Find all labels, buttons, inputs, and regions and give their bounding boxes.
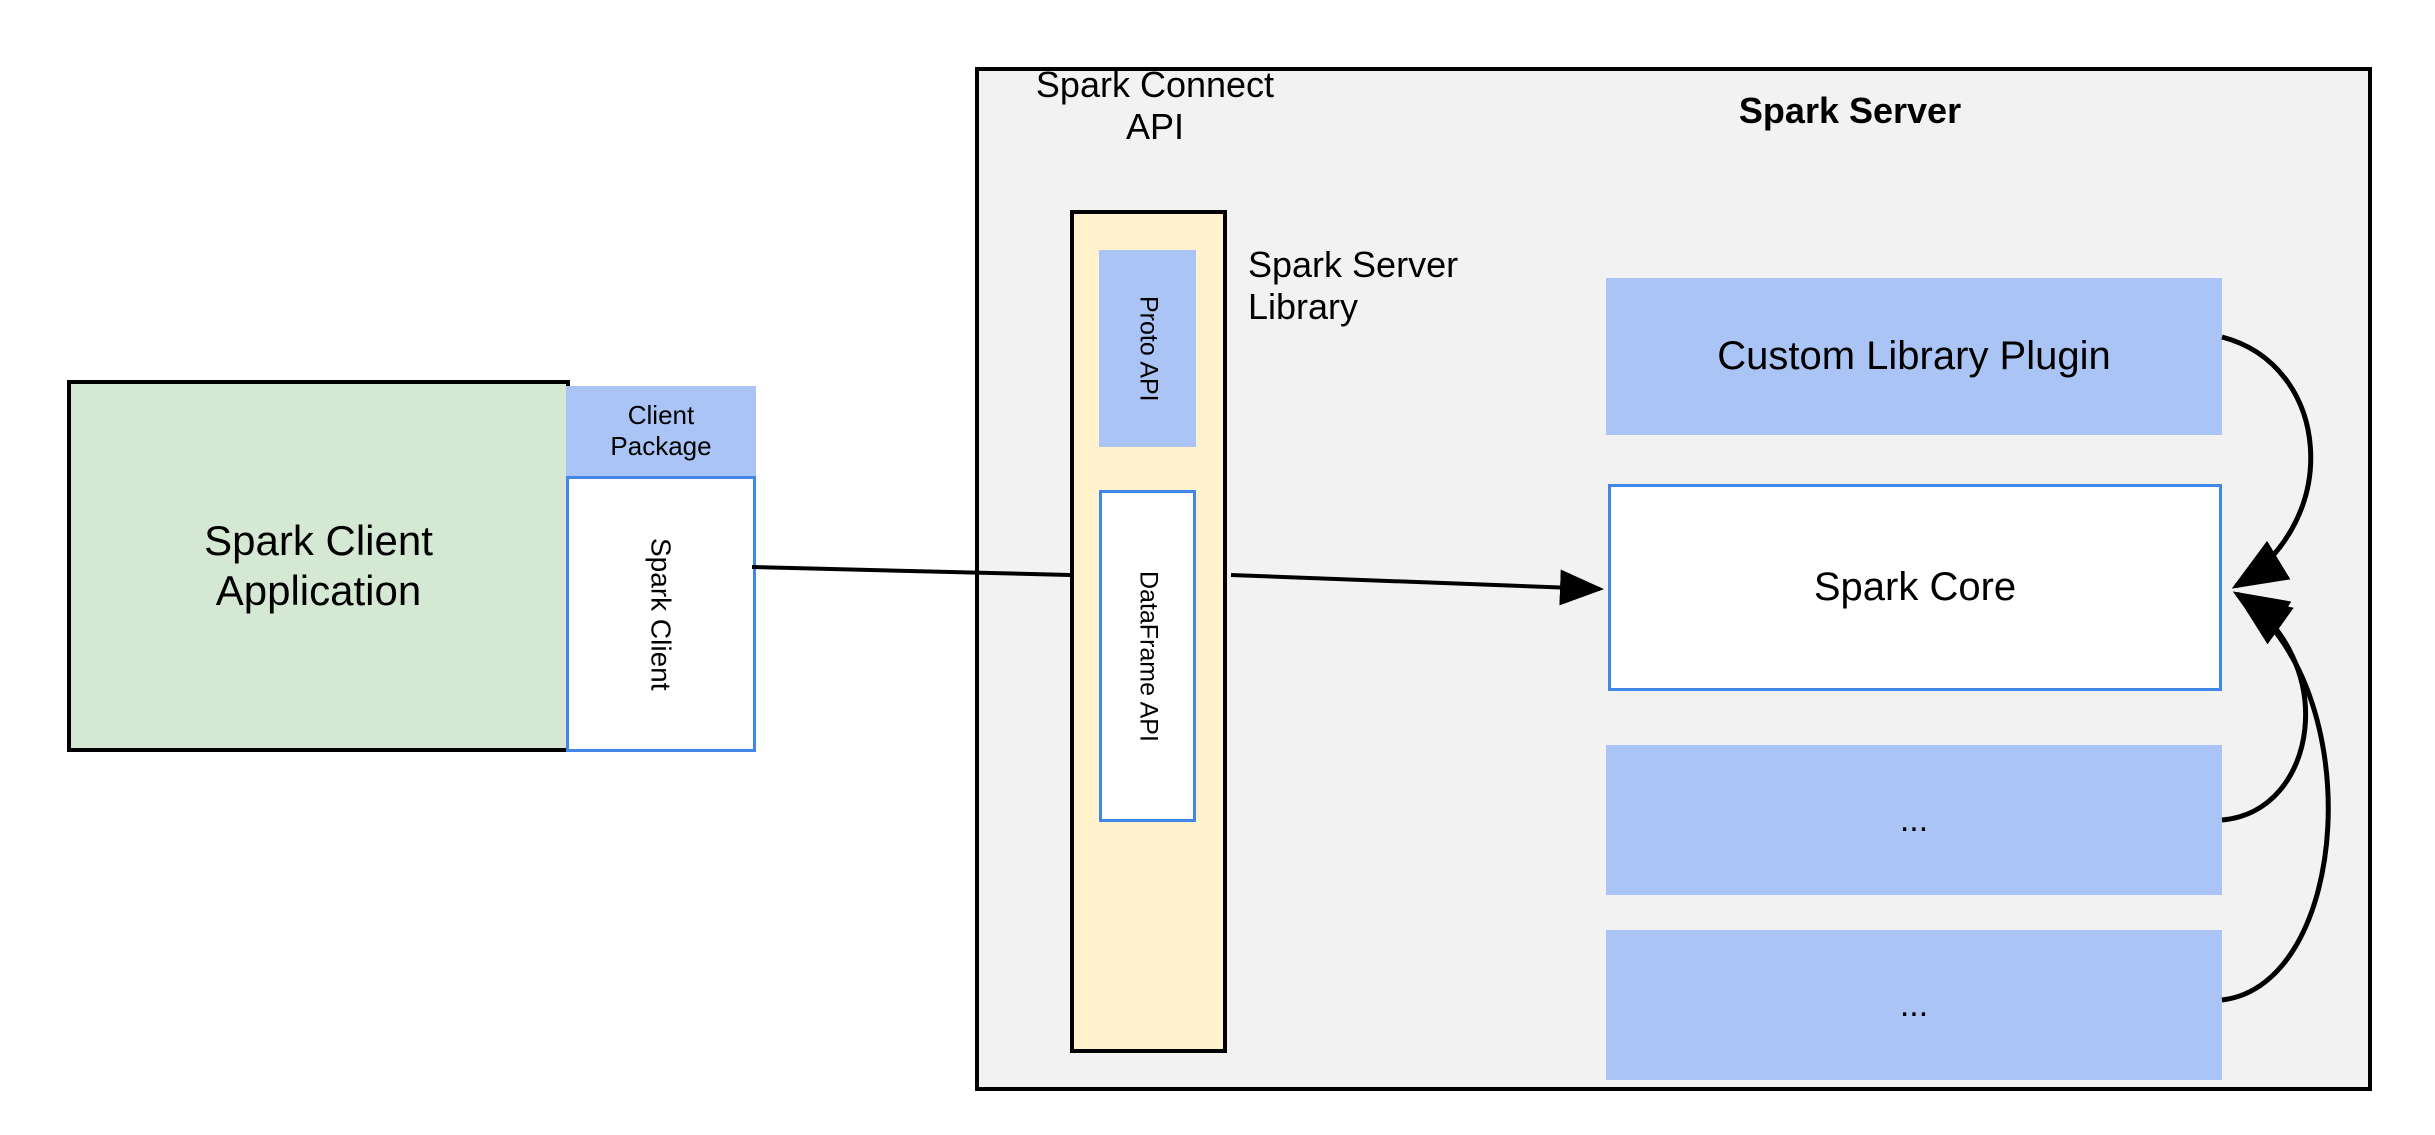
custom-library-plugin-label: Custom Library Plugin <box>1717 333 2111 378</box>
spark-client-label: Spark Client <box>645 537 677 691</box>
ellipsis-box-one[interactable]: ... <box>1606 745 2222 895</box>
spark-core-label: Spark Core <box>1813 564 2017 609</box>
proto-api-box[interactable]: Proto API <box>1099 250 1196 447</box>
spark-client-application-box[interactable]: Spark Client Application <box>67 380 570 752</box>
spark-client-box[interactable]: Spark Client <box>566 476 756 752</box>
custom-library-plugin-box[interactable]: Custom Library Plugin <box>1606 278 2222 435</box>
spark-client-application-label: Spark Client Application <box>204 517 433 614</box>
spark-server-library-title-label: Spark Server Library <box>1248 244 1459 328</box>
spark-connect-api-title: Spark Connect API <box>1010 64 1300 154</box>
ellipsis-one-label: ... <box>1899 800 1929 839</box>
spark-server-title: Spark Server <box>1690 90 2010 140</box>
client-package-label: Client Package <box>610 400 712 461</box>
spark-server-library-title: Spark Server Library <box>1248 244 1548 334</box>
client-package-box[interactable]: Client Package <box>566 386 756 476</box>
spark-core-box[interactable]: Spark Core <box>1608 484 2222 691</box>
spark-connect-api-title-label: Spark Connect API <box>1035 64 1275 148</box>
spark-server-title-label: Spark Server <box>1738 90 1962 131</box>
proto-api-label: Proto API <box>1134 295 1163 402</box>
ellipsis-box-two[interactable]: ... <box>1606 930 2222 1080</box>
dataframe-api-label: DataFrame API <box>1134 570 1163 742</box>
dataframe-api-box[interactable]: DataFrame API <box>1099 490 1196 822</box>
ellipsis-two-label: ... <box>1899 985 1929 1024</box>
